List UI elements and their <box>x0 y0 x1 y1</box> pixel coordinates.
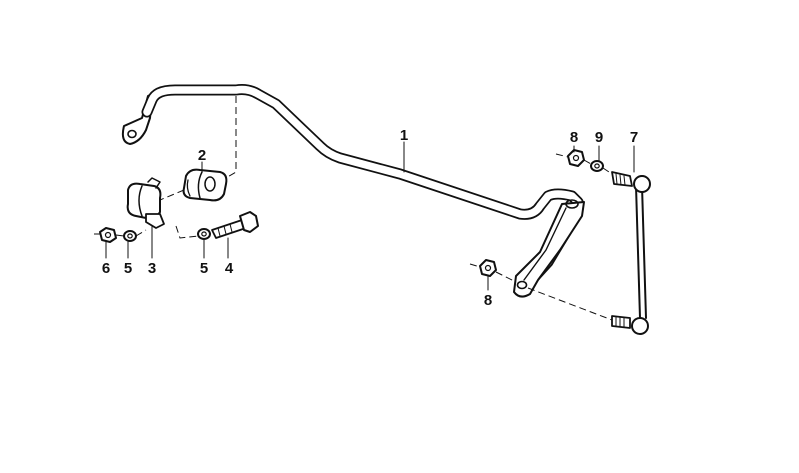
assembly-lines <box>94 96 613 321</box>
rubber-bushing[interactable] <box>182 168 228 202</box>
callout-3: 3 <box>148 260 156 277</box>
callout-5-center: 5 <box>200 260 208 277</box>
coupling-link[interactable] <box>611 171 651 335</box>
nut-lower[interactable] <box>479 259 497 277</box>
callout-5-left: 5 <box>124 260 132 277</box>
callout-8-upper: 8 <box>570 129 578 146</box>
callout-8-lower: 8 <box>484 292 492 309</box>
washer-right-hole <box>594 163 600 169</box>
stabilizer-bar[interactable] <box>121 84 585 298</box>
washer-center[interactable] <box>197 228 211 240</box>
callout-labels: 1 2 3 4 5 5 6 7 8 8 9 <box>102 127 638 309</box>
washer-left-hole <box>127 233 133 239</box>
nut-left[interactable] <box>99 227 117 243</box>
nut-upper-right[interactable] <box>567 149 585 167</box>
hex-bolt[interactable] <box>211 211 259 239</box>
callout-1: 1 <box>400 127 408 144</box>
callout-7: 7 <box>630 129 638 146</box>
callout-4: 4 <box>225 260 234 277</box>
callout-9: 9 <box>595 129 603 146</box>
callout-6: 6 <box>102 260 110 277</box>
leader-lines <box>105 141 635 291</box>
washer-right[interactable] <box>590 160 604 172</box>
callout-2: 2 <box>198 147 206 164</box>
washer-center-hole <box>201 231 207 237</box>
washer-left[interactable] <box>123 230 137 242</box>
mounting-bracket[interactable] <box>126 177 165 229</box>
